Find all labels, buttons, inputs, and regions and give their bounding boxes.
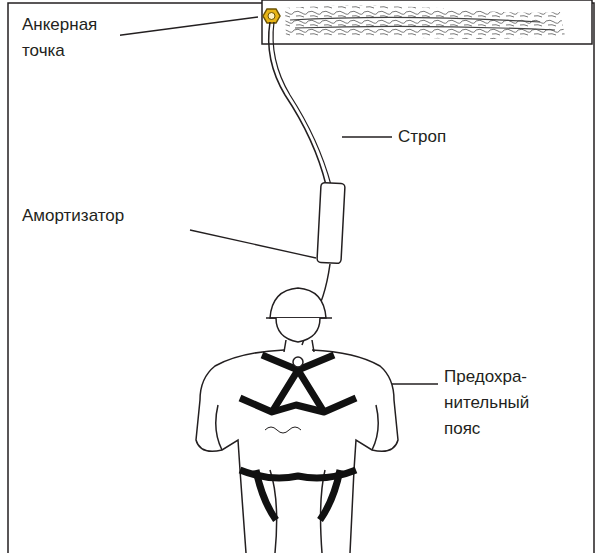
beam — [262, 0, 592, 44]
part-label: Анкерная точка — [20, 12, 120, 64]
lanyard — [273, 22, 331, 185]
lanyard — [269, 22, 326, 185]
anchor-nut — [263, 9, 280, 23]
part-label: Строп — [396, 124, 480, 150]
beam-grain — [290, 17, 555, 30]
part-label: Предохра- нительный пояс — [442, 364, 546, 442]
worker — [196, 288, 398, 553]
frame — [8, 3, 594, 553]
anchor-hole — [268, 13, 275, 20]
harness — [240, 355, 356, 520]
d-ring — [293, 357, 303, 367]
shock-absorber — [317, 182, 345, 263]
part-label: Амортизатор — [20, 203, 164, 229]
beam-texture — [285, 5, 565, 39]
leader-line — [114, 17, 438, 384]
